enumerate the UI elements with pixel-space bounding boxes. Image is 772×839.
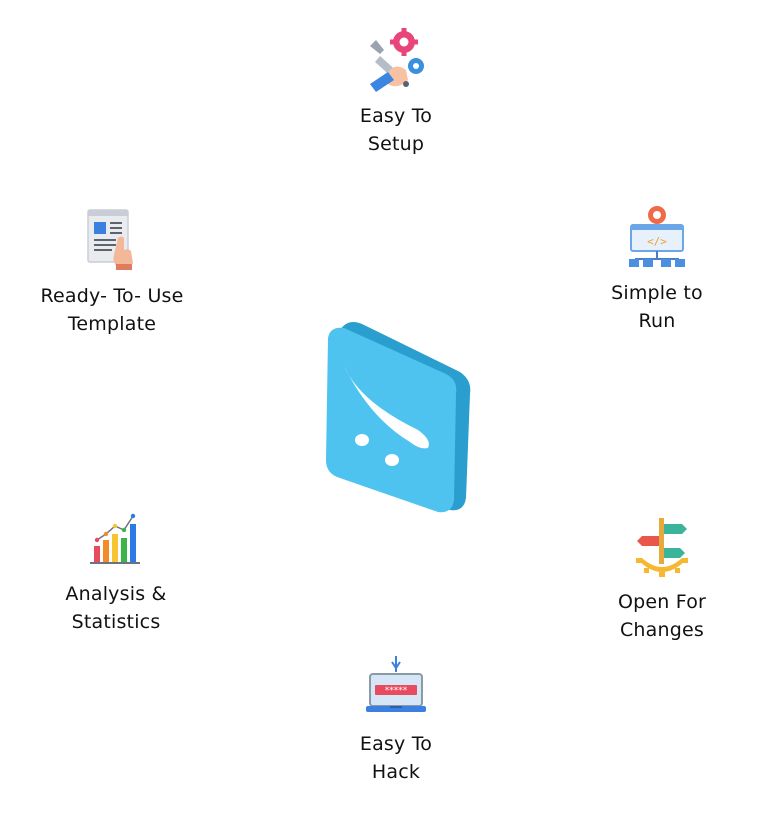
label-line: Ready- To- Use <box>40 285 184 307</box>
feature-label: Analysis & Statistics <box>65 580 166 636</box>
label-line: Setup <box>367 133 425 155</box>
label-line: Open For <box>617 591 707 613</box>
label-line: Easy To <box>359 105 433 127</box>
feature-analysis-statistics: Analysis & Statistics <box>16 506 216 636</box>
feature-label: Simple to Run <box>611 279 703 335</box>
opencart-logo-icon <box>326 322 471 513</box>
signpost-gear-icon <box>636 518 688 577</box>
feature-easy-to-setup: Easy To Setup <box>296 28 496 158</box>
label-line: Easy To <box>359 733 433 755</box>
document-template-icon <box>87 209 133 270</box>
feature-open-for-changes: Open For Changes <box>562 514 762 644</box>
feature-easy-to-hack: ***** Easy To Hack <box>296 656 496 786</box>
feature-label: Easy To Setup <box>360 102 432 158</box>
svg-text:</>: </> <box>647 235 667 248</box>
feature-label: Easy To Hack <box>360 730 432 786</box>
gear-wrench-icon <box>370 28 424 92</box>
bar-chart-icon <box>90 513 140 564</box>
code-flow-icon: </> <box>629 206 685 267</box>
laptop-password-icon: ***** <box>366 656 426 712</box>
label-line: Run <box>638 310 676 332</box>
svg-text:*****: ***** <box>385 686 408 696</box>
label-line: Changes <box>619 619 705 641</box>
feature-ready-to-use-template: Ready- To- Use Template <box>12 208 212 338</box>
label-line: Analysis & <box>65 583 167 605</box>
feature-simple-to-run: </> Simple to Run <box>557 205 757 335</box>
label-line: Hack <box>371 761 421 783</box>
label-line: Statistics <box>71 611 161 633</box>
feature-label: Open For Changes <box>618 588 706 644</box>
label-line: Simple to <box>611 282 703 304</box>
label-line: Template <box>67 313 157 335</box>
feature-label: Ready- To- Use Template <box>40 282 183 338</box>
